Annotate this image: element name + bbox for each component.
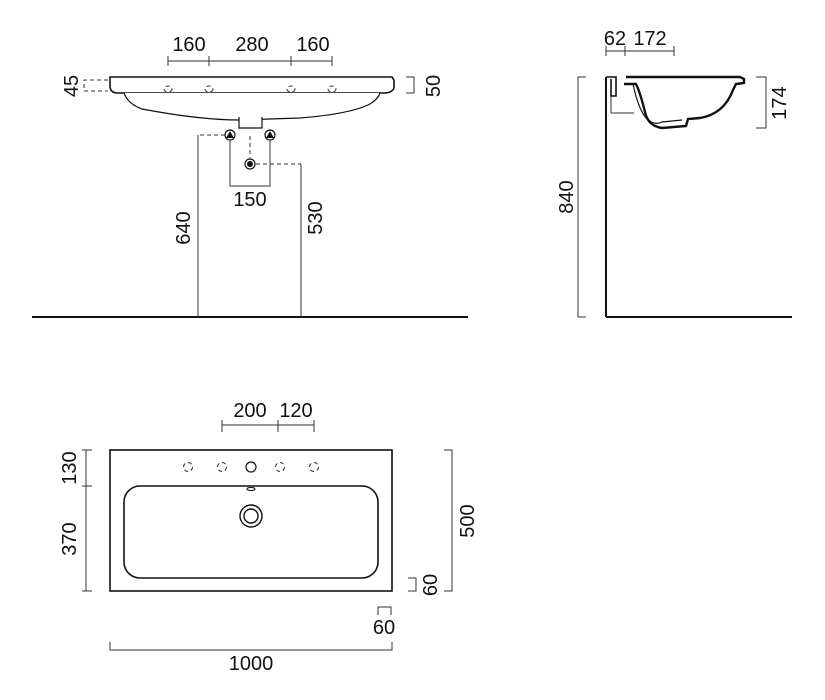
top-tap-hole-5 [309,462,319,472]
front-dim-rim-right: 50 [423,75,445,97]
front-dim-rim-left: 45 [61,75,83,97]
top-dim-front-margin: 60 [420,574,442,596]
front-dim-waste-height: 640 [173,211,195,244]
front-dim-supply-height: 530 [305,201,327,234]
front-dim-supply-spacing: 150 [233,189,266,211]
top-dim-depth-back: 130 [59,451,81,484]
side-basin-inner [632,83,683,124]
side-dim-rim-offset: 62 [604,28,626,50]
front-waste-outlet [238,117,263,129]
top-tap-hole-4 [275,462,285,472]
front-basin-bowl [123,92,381,121]
top-tap-hole-2 [217,462,227,472]
front-dim-tap-right: 160 [296,34,329,56]
side-dim-bowl-depth: 174 [769,86,791,119]
front-supply-valve-left [224,129,236,141]
top-dim-total-width: 1000 [229,653,274,675]
side-dim-total-height: 840 [556,180,578,213]
top-dim-depth-bowl: 370 [59,522,81,555]
top-drain [239,504,263,528]
top-tap-hole-center [245,461,257,473]
front-dim-tap-center: 280 [235,34,268,56]
side-basin-section [606,76,617,97]
front-supply-valve-right [264,129,276,141]
front-basin-rim [109,76,395,94]
side-dim-bowl-offset: 172 [633,28,666,50]
front-tap-hole-4 [327,85,337,93]
top-tap-hole-1 [183,462,193,472]
side-basin-bowl [624,75,746,130]
top-dim-tap-right: 120 [279,400,312,422]
top-dim-side-margin: 60 [373,617,395,639]
top-view: 200 120 130 370 500 60 60 1000 [59,400,479,675]
front-tap-hole-1 [163,85,173,93]
top-basin-bowl [123,485,379,579]
front-tap-hole-3 [286,85,296,93]
front-dim-tap-left: 160 [172,34,205,56]
top-overflow-slot [246,487,256,491]
front-view: 160 280 160 45 50 150 640 [32,34,468,318]
side-view: 62 172 174 840 [556,28,792,318]
front-tap-hole-2 [204,85,214,93]
top-dim-tap-left: 200 [233,400,266,422]
top-dim-total-depth: 500 [457,504,479,537]
front-waste-pipe [244,158,256,170]
